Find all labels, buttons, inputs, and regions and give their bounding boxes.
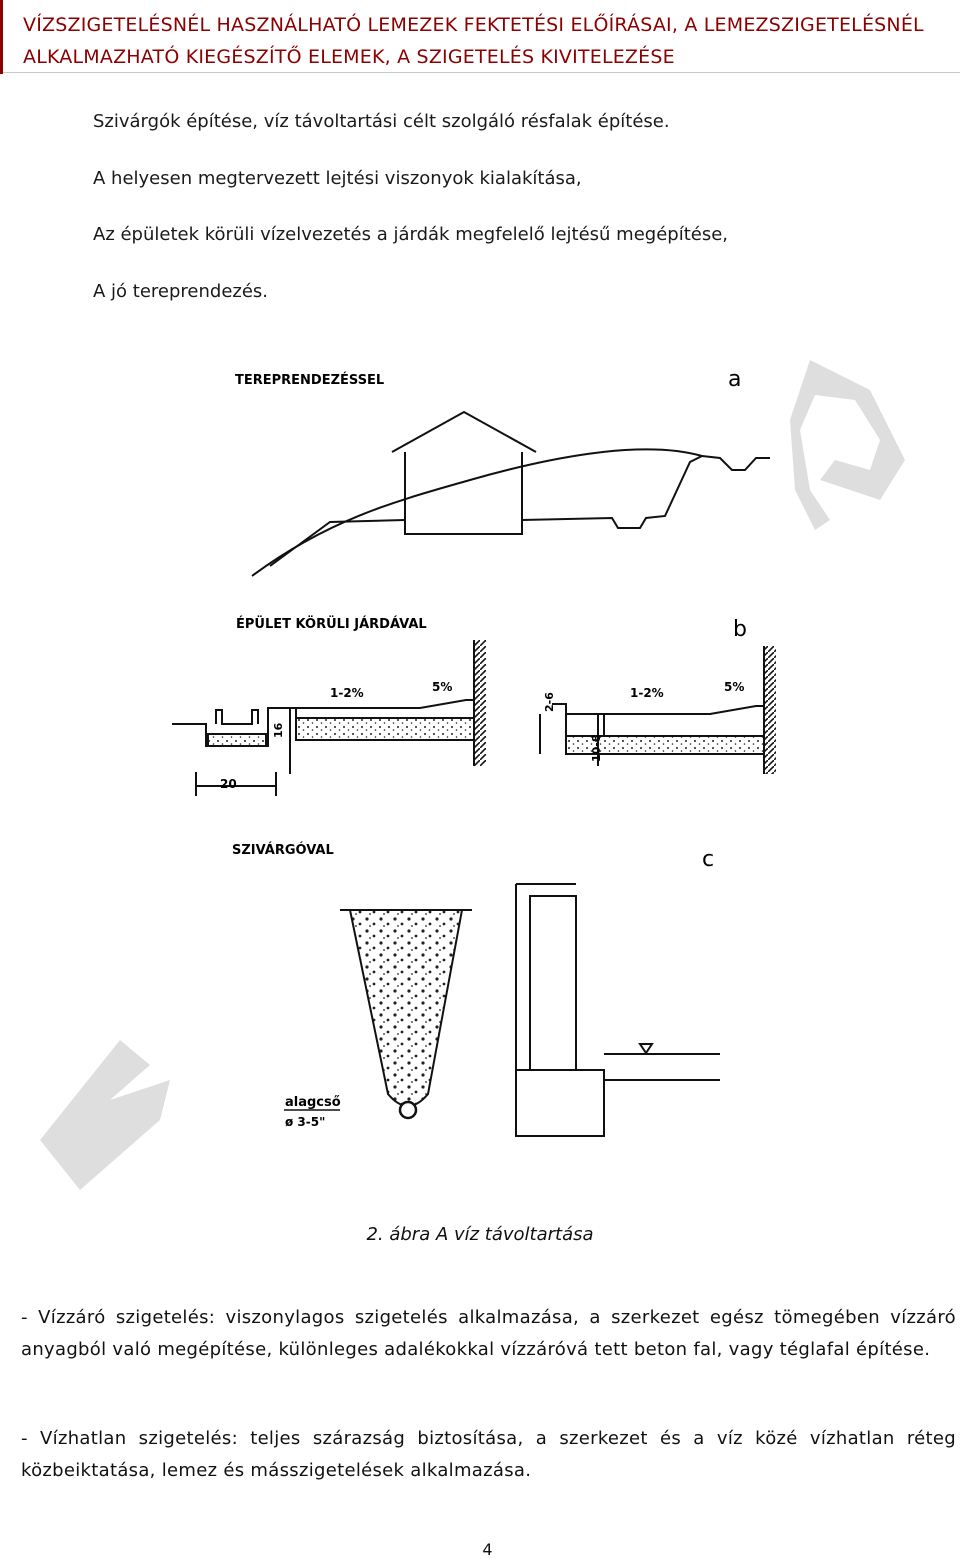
panel-c-title: SZIVÁRGÓVAL xyxy=(232,842,334,858)
running-header: VÍZSZIGETELÉSNÉL HASZNÁLHATÓ LEMEZEK FEK… xyxy=(0,0,960,74)
panel-b-left-slope1: 1-2% xyxy=(330,686,364,700)
list-item: Az épületek körüli vízelvezetés a járdák… xyxy=(93,224,729,245)
header-divider xyxy=(3,72,960,73)
panel-a-letter: a xyxy=(728,367,741,392)
panel-a-title: TEREPRENDEZÉSSEL xyxy=(235,372,384,388)
panel-c-wall-foundation xyxy=(515,883,720,1137)
panel-c-drain-trench xyxy=(340,909,472,1120)
list-item: A jó tereprendezés. xyxy=(93,281,269,302)
panel-b-right-dim-top: 2-6 xyxy=(543,692,556,712)
panel-c-pipe-label: alagcső xyxy=(285,1095,341,1110)
paragraph-waterproof-insulation: - Vízhatlan szigetelés: teljes szárazság… xyxy=(21,1428,956,1481)
panel-b-left-slope2: 5% xyxy=(432,680,452,694)
list-item: Szivárgók építése, víz távoltartási célt… xyxy=(93,111,670,132)
header-title-line-1: VÍZSZIGETELÉSNÉL HASZNÁLHATÓ LEMEZEK FEK… xyxy=(23,14,924,36)
figure-caption: 2. ábra A víz távoltartása xyxy=(366,1224,594,1245)
figure-water-diversion: TEREPRENDEZÉSSEL a ÉPÜLET KÖRÜLI JÁRDÁVA… xyxy=(0,340,960,1220)
panel-a-house-terrain xyxy=(251,410,770,577)
panel-b-right-detail xyxy=(539,646,776,774)
panel-b-title: ÉPÜLET KÖRÜLI JÁRDÁVAL xyxy=(236,616,427,632)
panel-b-right-slope1: 1-2% xyxy=(630,686,664,700)
panel-c-pipe-size: ø 3-5" xyxy=(285,1115,325,1129)
panel-b-right-dim-side: 10-8 xyxy=(590,734,603,762)
header-title-line-2: ALKALMAZHATÓ KIEGÉSZÍTŐ ELEMEK, A SZIGET… xyxy=(23,46,675,68)
panel-b-right-slope2: 5% xyxy=(724,680,744,694)
panel-b-left-dim-height: 16 xyxy=(272,722,285,738)
paragraph-watertight-insulation: - Vízzáró szigetelés: viszonylagos szige… xyxy=(21,1307,956,1360)
panel-b-left-detail xyxy=(172,640,486,796)
figure-drawing: TEREPRENDEZÉSSEL a ÉPÜLET KÖRÜLI JÁRDÁVA… xyxy=(40,360,905,1190)
panel-c-letter: c xyxy=(702,847,714,872)
panel-b-letter: b xyxy=(733,617,747,642)
panel-b-left-dim-width: 20 xyxy=(220,777,237,791)
list-item: A helyesen megtervezett lejtési viszonyo… xyxy=(93,168,582,189)
page-number: 4 xyxy=(482,1540,493,1559)
watermark xyxy=(40,360,905,1190)
